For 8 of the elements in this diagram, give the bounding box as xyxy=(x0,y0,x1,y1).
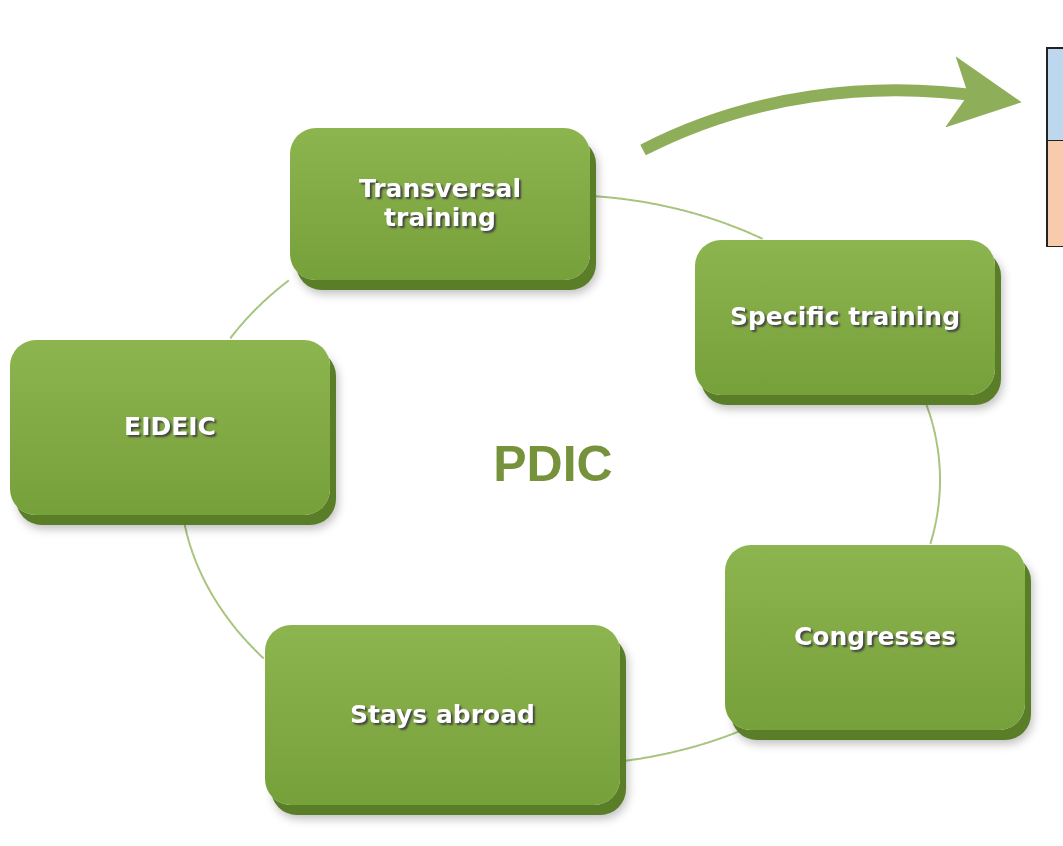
box-label: Congresses xyxy=(792,621,958,654)
connector-line xyxy=(229,279,290,340)
center-title: PDIC xyxy=(492,435,614,493)
box-label: Transversal training xyxy=(357,173,523,234)
box-label: Stays abroad xyxy=(349,698,536,731)
arrow xyxy=(640,56,1022,156)
box-label: EIDEIC xyxy=(123,411,217,444)
box-label: Specific training xyxy=(728,301,962,334)
